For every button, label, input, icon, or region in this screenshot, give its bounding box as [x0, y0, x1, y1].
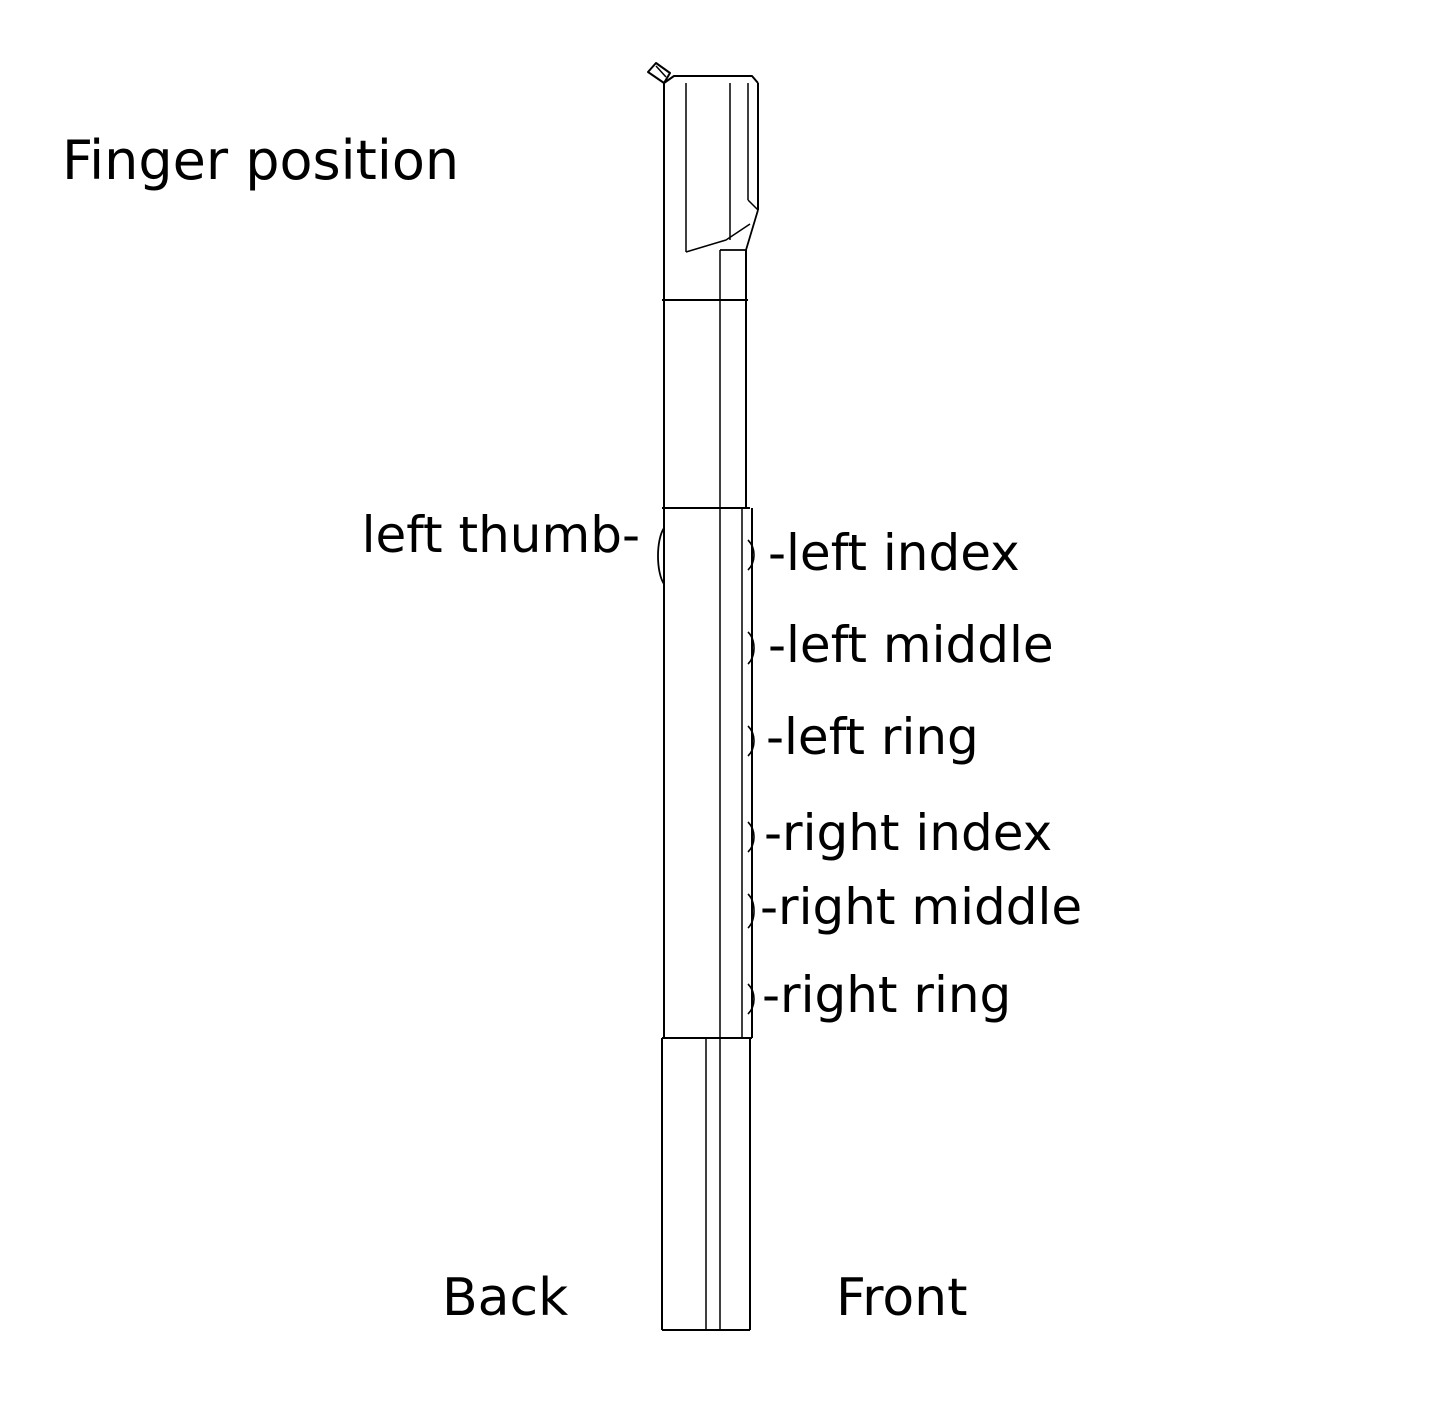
labium-cut-side	[747, 199, 759, 211]
diagram-title: Finger position	[62, 129, 460, 192]
mouthpiece-tab	[647, 62, 671, 84]
label-left-thumb: left thumb-	[361, 506, 640, 564]
label-back: Back	[442, 1268, 569, 1328]
tone-hole-right-ring	[747, 983, 755, 1015]
head-top-cap	[663, 75, 759, 84]
tone-hole-right-index	[747, 821, 755, 853]
label-left-middle: -left middle	[768, 616, 1054, 674]
labium-cut-inner	[685, 223, 751, 253]
label-front: Front	[836, 1268, 968, 1328]
label-right-index: -right index	[764, 804, 1053, 862]
label-left-ring: -left ring	[766, 708, 979, 766]
tone-hole-right-middle	[747, 893, 755, 929]
label-right-ring: -right ring	[762, 966, 1012, 1024]
mouthpiece-tab-edge	[655, 65, 667, 78]
tone-hole-left-middle	[747, 631, 755, 665]
tone-hole-left-ring	[747, 725, 755, 757]
tone-hole-left-index	[747, 539, 755, 571]
labium-cut	[720, 209, 759, 251]
thumb-hole	[657, 527, 665, 585]
label-left-index: -left index	[768, 524, 1020, 582]
label-right-middle: -right middle	[760, 878, 1083, 936]
